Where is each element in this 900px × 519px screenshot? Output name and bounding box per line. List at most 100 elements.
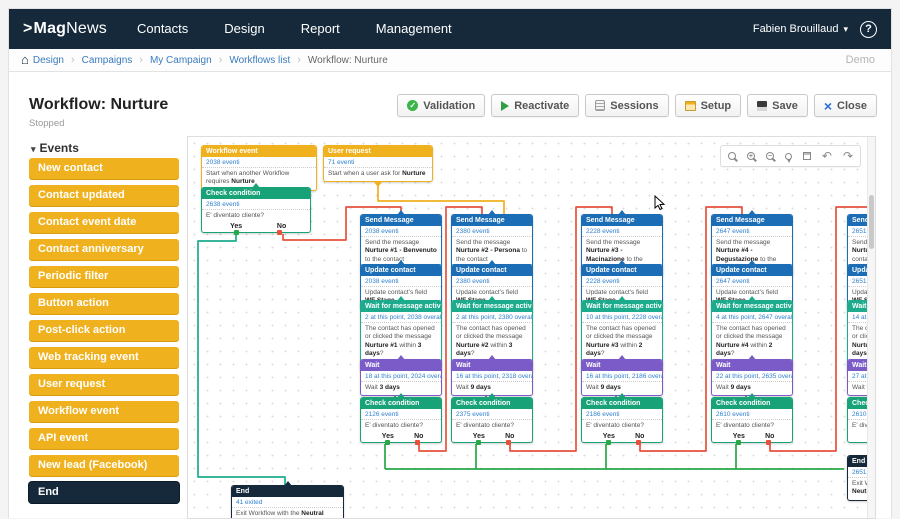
setup-button[interactable]: Setup (674, 94, 742, 117)
output-no[interactable]: No (276, 223, 287, 231)
nav-item-report[interactable]: Report (300, 21, 340, 36)
zoom-out-icon[interactable]: − (765, 152, 774, 160)
user-menu[interactable]: Fabien Brouillaud▾ (752, 23, 848, 35)
output-yes[interactable]: Yes (472, 433, 485, 441)
palette-item-web-tracking-event[interactable]: Web tracking event (29, 347, 179, 368)
sessions-button[interactable]: Sessions (585, 94, 669, 117)
output-yes[interactable]: Yes (602, 433, 615, 441)
palette-item-periodic-filter[interactable]: Periodic filter (29, 266, 179, 287)
palette-item-end[interactable]: End (29, 482, 179, 503)
close-button[interactable]: ×Close (813, 94, 877, 117)
play-icon (501, 100, 510, 111)
breadcrumb-link-campaigns[interactable]: Campaigns (81, 55, 133, 66)
palette-item-new-lead-facebook-[interactable]: New lead (Facebook) (29, 455, 179, 476)
node-header: Wait for message activity (452, 301, 532, 312)
node-count: 4 at this point, 2647 overall (712, 312, 792, 323)
page-title: Workflow: Nurture (29, 96, 169, 113)
node-outputs: Yes No (712, 433, 792, 442)
scrollbar-thumb[interactable] (869, 195, 874, 249)
breadcrumb-link-design[interactable]: Design (32, 55, 64, 66)
palette-item-contact-event-date[interactable]: Contact event date (29, 212, 179, 233)
button-label: Sessions (610, 99, 659, 112)
connector-nub-icon (748, 260, 756, 265)
magnews-logo[interactable]: >MagNews (23, 20, 107, 37)
pin-icon[interactable] (784, 152, 792, 163)
vertical-scrollbar[interactable] (867, 137, 875, 518)
palette-item-contact-anniversary[interactable]: Contact anniversary (29, 239, 179, 260)
node-description: Wait 9 days (586, 384, 621, 391)
setup-icon (684, 100, 696, 111)
node-description: E' diventato cliente? (716, 422, 774, 429)
breadcrumb-link-my-campaign[interactable]: My Campaign (149, 55, 212, 66)
connector-nub-icon (488, 393, 496, 398)
output-no[interactable]: No (414, 433, 424, 441)
palette-item-new-contact[interactable]: New contact (29, 158, 179, 179)
palette-item-contact-updated[interactable]: Contact updated (29, 185, 179, 206)
node-count: 2380 eventi (452, 276, 532, 287)
undo-icon[interactable]: ↶ (821, 149, 832, 163)
events-section-header[interactable]: ▾Events (31, 141, 79, 155)
palette-item-api-event[interactable]: API event (29, 428, 179, 449)
output-yes[interactable]: Yes (230, 223, 243, 231)
output-no[interactable]: No (765, 433, 775, 441)
check-circle-icon: ✓ (407, 100, 419, 111)
validation-button[interactable]: ✓Validation (397, 94, 486, 117)
breadcrumb-link-workflows-list[interactable]: Workflows list (229, 55, 291, 66)
reactivate-button[interactable]: Reactivate (491, 94, 580, 117)
palette-item-button-action[interactable]: Button action (29, 293, 179, 314)
nav-item-design[interactable]: Design (224, 21, 265, 36)
output-yes[interactable]: Yes (732, 433, 745, 441)
node-header: Update contact (712, 265, 792, 276)
button-label: Save (772, 99, 798, 112)
node-header: Wait (848, 360, 875, 371)
button-label: Setup (700, 99, 732, 112)
box-icon[interactable] (802, 152, 811, 160)
connector-nub-icon (283, 481, 292, 486)
node-header: Update contact (452, 265, 532, 276)
node-description: E' diventato cliente? (365, 422, 423, 429)
nav-item-contacts[interactable]: Contacts (136, 21, 189, 36)
demo-label: Demo (845, 54, 875, 66)
node-header: Send Message (452, 215, 532, 226)
palette-item-workflow-event[interactable]: Workflow event (29, 401, 179, 422)
palette-item-user-request[interactable]: User request (29, 374, 179, 395)
nav-item-management[interactable]: Management (375, 21, 452, 36)
breadcrumb-separator: › (297, 54, 301, 66)
home-icon[interactable]: ⌂ (21, 52, 29, 67)
output-no[interactable]: No (635, 433, 645, 441)
connector-nub-icon (397, 210, 405, 215)
palette-item-post-click-action[interactable]: Post-click action (29, 320, 179, 341)
node-description: Send the message Nurture #2 - Persona to… (456, 239, 528, 263)
connector-nub-icon (488, 260, 496, 265)
output-no[interactable]: No (505, 433, 515, 441)
node-description: The contact has opened or clicked the me… (365, 325, 435, 358)
help-icon[interactable]: ? (860, 20, 877, 38)
redo-icon[interactable]: ↷ (842, 149, 853, 163)
node-header: Wait (582, 360, 662, 371)
zoom-in-icon[interactable]: + (746, 152, 755, 160)
connector-nub-icon (748, 210, 756, 215)
node-count: 2651 exited (848, 467, 875, 478)
output-yes[interactable]: Yes (381, 433, 394, 441)
save-button[interactable]: Save (747, 94, 808, 117)
zoom-icon[interactable] (727, 152, 736, 160)
node-description: Wait 9 days (716, 384, 751, 391)
connector-nub-icon (618, 210, 626, 215)
